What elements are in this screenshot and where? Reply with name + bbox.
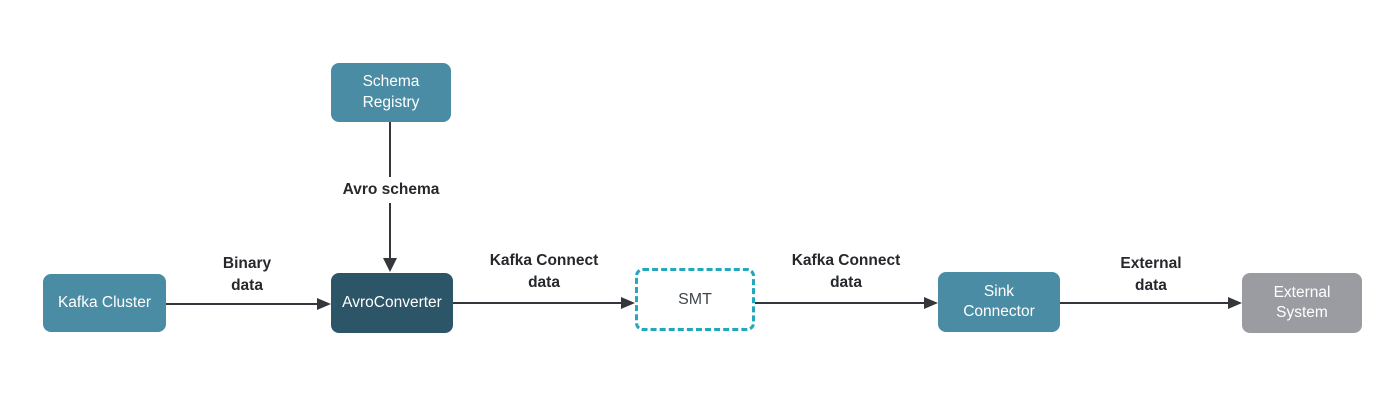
node-schema-registry: Schema Registry [331, 63, 451, 122]
edge-label-kafka-connect-data: Kafka Connect data [791, 252, 901, 292]
arrowhead-right-icon [621, 297, 635, 309]
arrowhead-right-icon [1228, 297, 1242, 309]
node-smt: SMT [635, 268, 755, 331]
node-kafka-cluster: Kafka Cluster [43, 274, 166, 332]
edge-label-avro-schema: Avro schema [334, 177, 448, 204]
edge-label-kafka-connect-data: Kafka Connect data [489, 252, 599, 292]
node-external-system: External System [1242, 273, 1362, 333]
edge-label-binary-data: Binary data [222, 255, 272, 295]
node-sink-connector: Sink Connector [938, 272, 1060, 332]
arrow-line [1060, 302, 1229, 304]
arrowhead-right-icon [317, 298, 331, 310]
arrow-line [166, 303, 318, 305]
arrow-line [755, 302, 925, 304]
arrowhead-right-icon [924, 297, 938, 309]
arrow-line [453, 302, 622, 304]
edge-label-external-data: External data [1120, 255, 1182, 295]
node-avro-converter: AvroConverter [331, 273, 453, 333]
arrowhead-down-icon [383, 258, 397, 272]
